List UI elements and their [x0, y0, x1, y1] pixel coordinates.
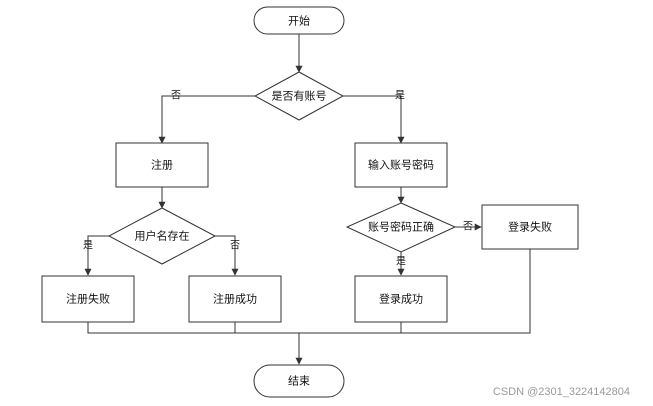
register-label: 注册 — [151, 158, 173, 172]
register-success-label: 注册成功 — [213, 292, 257, 306]
credentials-valid-label: 账号密码正确 — [368, 220, 434, 234]
edge-register-fail-down — [87, 322, 299, 334]
edge-label-user-exists-no: 否 — [230, 240, 240, 252]
input-credentials-node: 输入账号密码 — [354, 142, 448, 188]
edge-label-has-account-no: 否 — [171, 90, 181, 102]
end-node: 结束 — [253, 364, 345, 398]
edge-has-account-yes — [343, 95, 405, 144]
user-exists-label: 用户名存在 — [135, 229, 190, 243]
credentials-valid-decision: 账号密码正确 — [345, 202, 457, 253]
edge-user-exists-no — [215, 235, 239, 276]
user-exists-decision: 用户名存在 — [107, 207, 217, 265]
register-fail-node: 注册失败 — [41, 275, 135, 323]
start-node: 开始 — [253, 6, 345, 35]
login-fail-label: 登录失败 — [508, 220, 552, 234]
edge-label-credentials-valid-no: 否 — [463, 221, 473, 233]
edge-login-success-down — [299, 322, 402, 334]
login-success-node: 登录成功 — [354, 275, 448, 323]
start-label: 开始 — [288, 14, 310, 28]
login-success-label: 登录成功 — [379, 292, 423, 306]
register-success-node: 注册成功 — [188, 275, 282, 323]
watermark-text: CSDN @2301_3224142804 — [493, 386, 630, 398]
has-account-label: 是否有账号 — [272, 89, 327, 103]
register-node: 注册 — [115, 142, 209, 188]
edge-login-fail-down — [401, 249, 531, 334]
edge-label-has-account-yes: 是 — [395, 90, 405, 102]
register-fail-label: 注册失败 — [66, 292, 110, 306]
edge-label-credentials-valid-yes: 是 — [396, 256, 406, 268]
edges — [84, 34, 531, 365]
edge-has-account-no — [158, 95, 255, 144]
input-credentials-label: 输入账号密码 — [368, 158, 434, 172]
login-fail-node: 登录失败 — [481, 204, 579, 250]
has-account-decision: 是否有账号 — [253, 71, 345, 121]
edge-user-exists-yes — [84, 235, 109, 276]
end-label: 结束 — [288, 375, 310, 388]
edge-label-user-exists-yes: 是 — [83, 240, 93, 252]
